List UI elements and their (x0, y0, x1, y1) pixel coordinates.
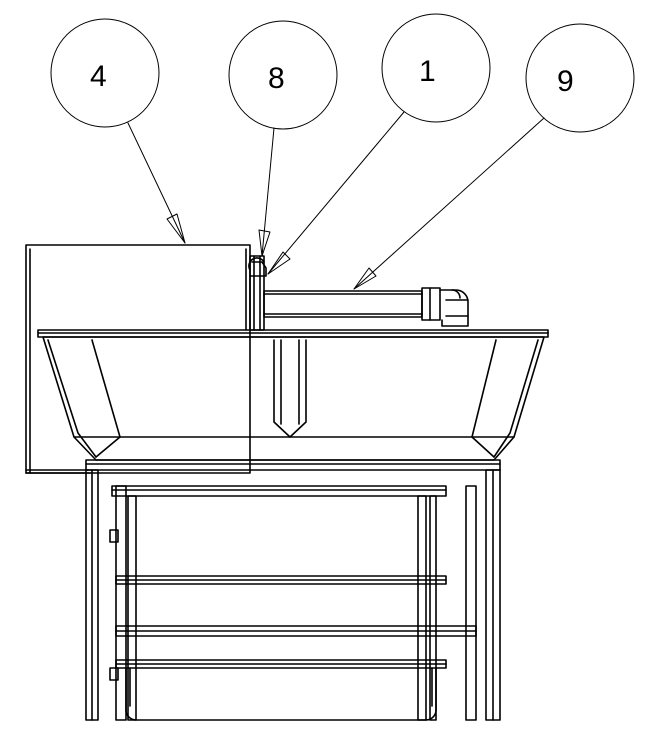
callout-8-label: 8 (268, 62, 285, 95)
callout-8 (228, 20, 338, 257)
callout-4 (50, 18, 186, 244)
callout-1 (267, 13, 491, 275)
cabinet-box (25, 244, 251, 474)
callout-9-label: 9 (557, 65, 574, 98)
horizontal-spout (263, 287, 469, 327)
callout-1-label: 1 (419, 55, 436, 88)
callout-9 (353, 23, 635, 290)
callout-4-label: 4 (90, 60, 107, 93)
drawing-lines (25, 13, 635, 721)
basin-rim (37, 329, 549, 338)
stand-frame (85, 459, 501, 721)
basin-body (42, 336, 545, 461)
